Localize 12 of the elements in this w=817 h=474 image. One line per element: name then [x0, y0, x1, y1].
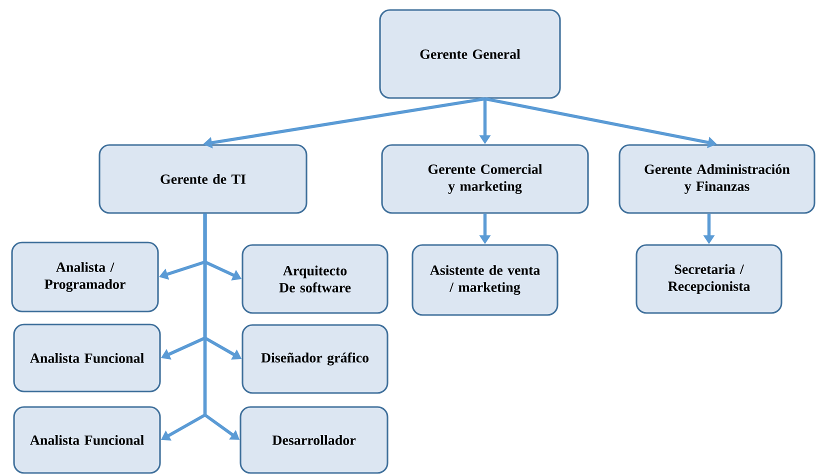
- org-box: Gerente Comercial y marketing: [381, 144, 589, 214]
- org-box: Gerente de TI: [98, 144, 308, 214]
- org-box: Diseñador gráfico: [242, 324, 388, 394]
- org-box: Analista / Programador: [11, 242, 159, 312]
- org-box: Gerente Administración y Finanzas: [618, 144, 816, 214]
- org-box: Secretaria / Recepcionista: [636, 244, 782, 314]
- org-box: Analista Funcional: [13, 324, 161, 392]
- org-box: Analista Funcional: [13, 406, 161, 474]
- org-box: Arquitecto De software: [242, 244, 388, 314]
- org-box: Asistente de venta / marketing: [412, 244, 558, 316]
- org-box: Desarrollador: [240, 406, 388, 474]
- org-box: Gerente General: [379, 9, 561, 99]
